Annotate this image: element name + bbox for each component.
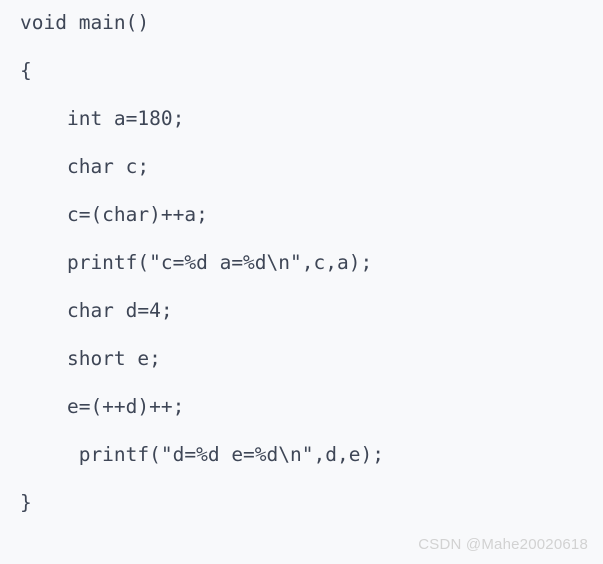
watermark: CSDN @Mahe20020618: [418, 536, 588, 553]
code-line: int a=180;: [20, 107, 185, 130]
code-line: e=(++d)++;: [20, 395, 185, 418]
code-line: void main(): [20, 11, 150, 34]
code-line: short e;: [20, 347, 161, 370]
code-line: }: [20, 491, 32, 514]
code-line: {: [20, 59, 32, 82]
code-line: printf("c=%d a=%d\n",c,a);: [20, 251, 373, 274]
code-line: c=(char)++a;: [20, 203, 208, 226]
code-line: char c;: [20, 155, 150, 178]
code-line: printf("d=%d e=%d\n",d,e);: [20, 443, 384, 466]
code-line: char d=4;: [20, 299, 173, 322]
